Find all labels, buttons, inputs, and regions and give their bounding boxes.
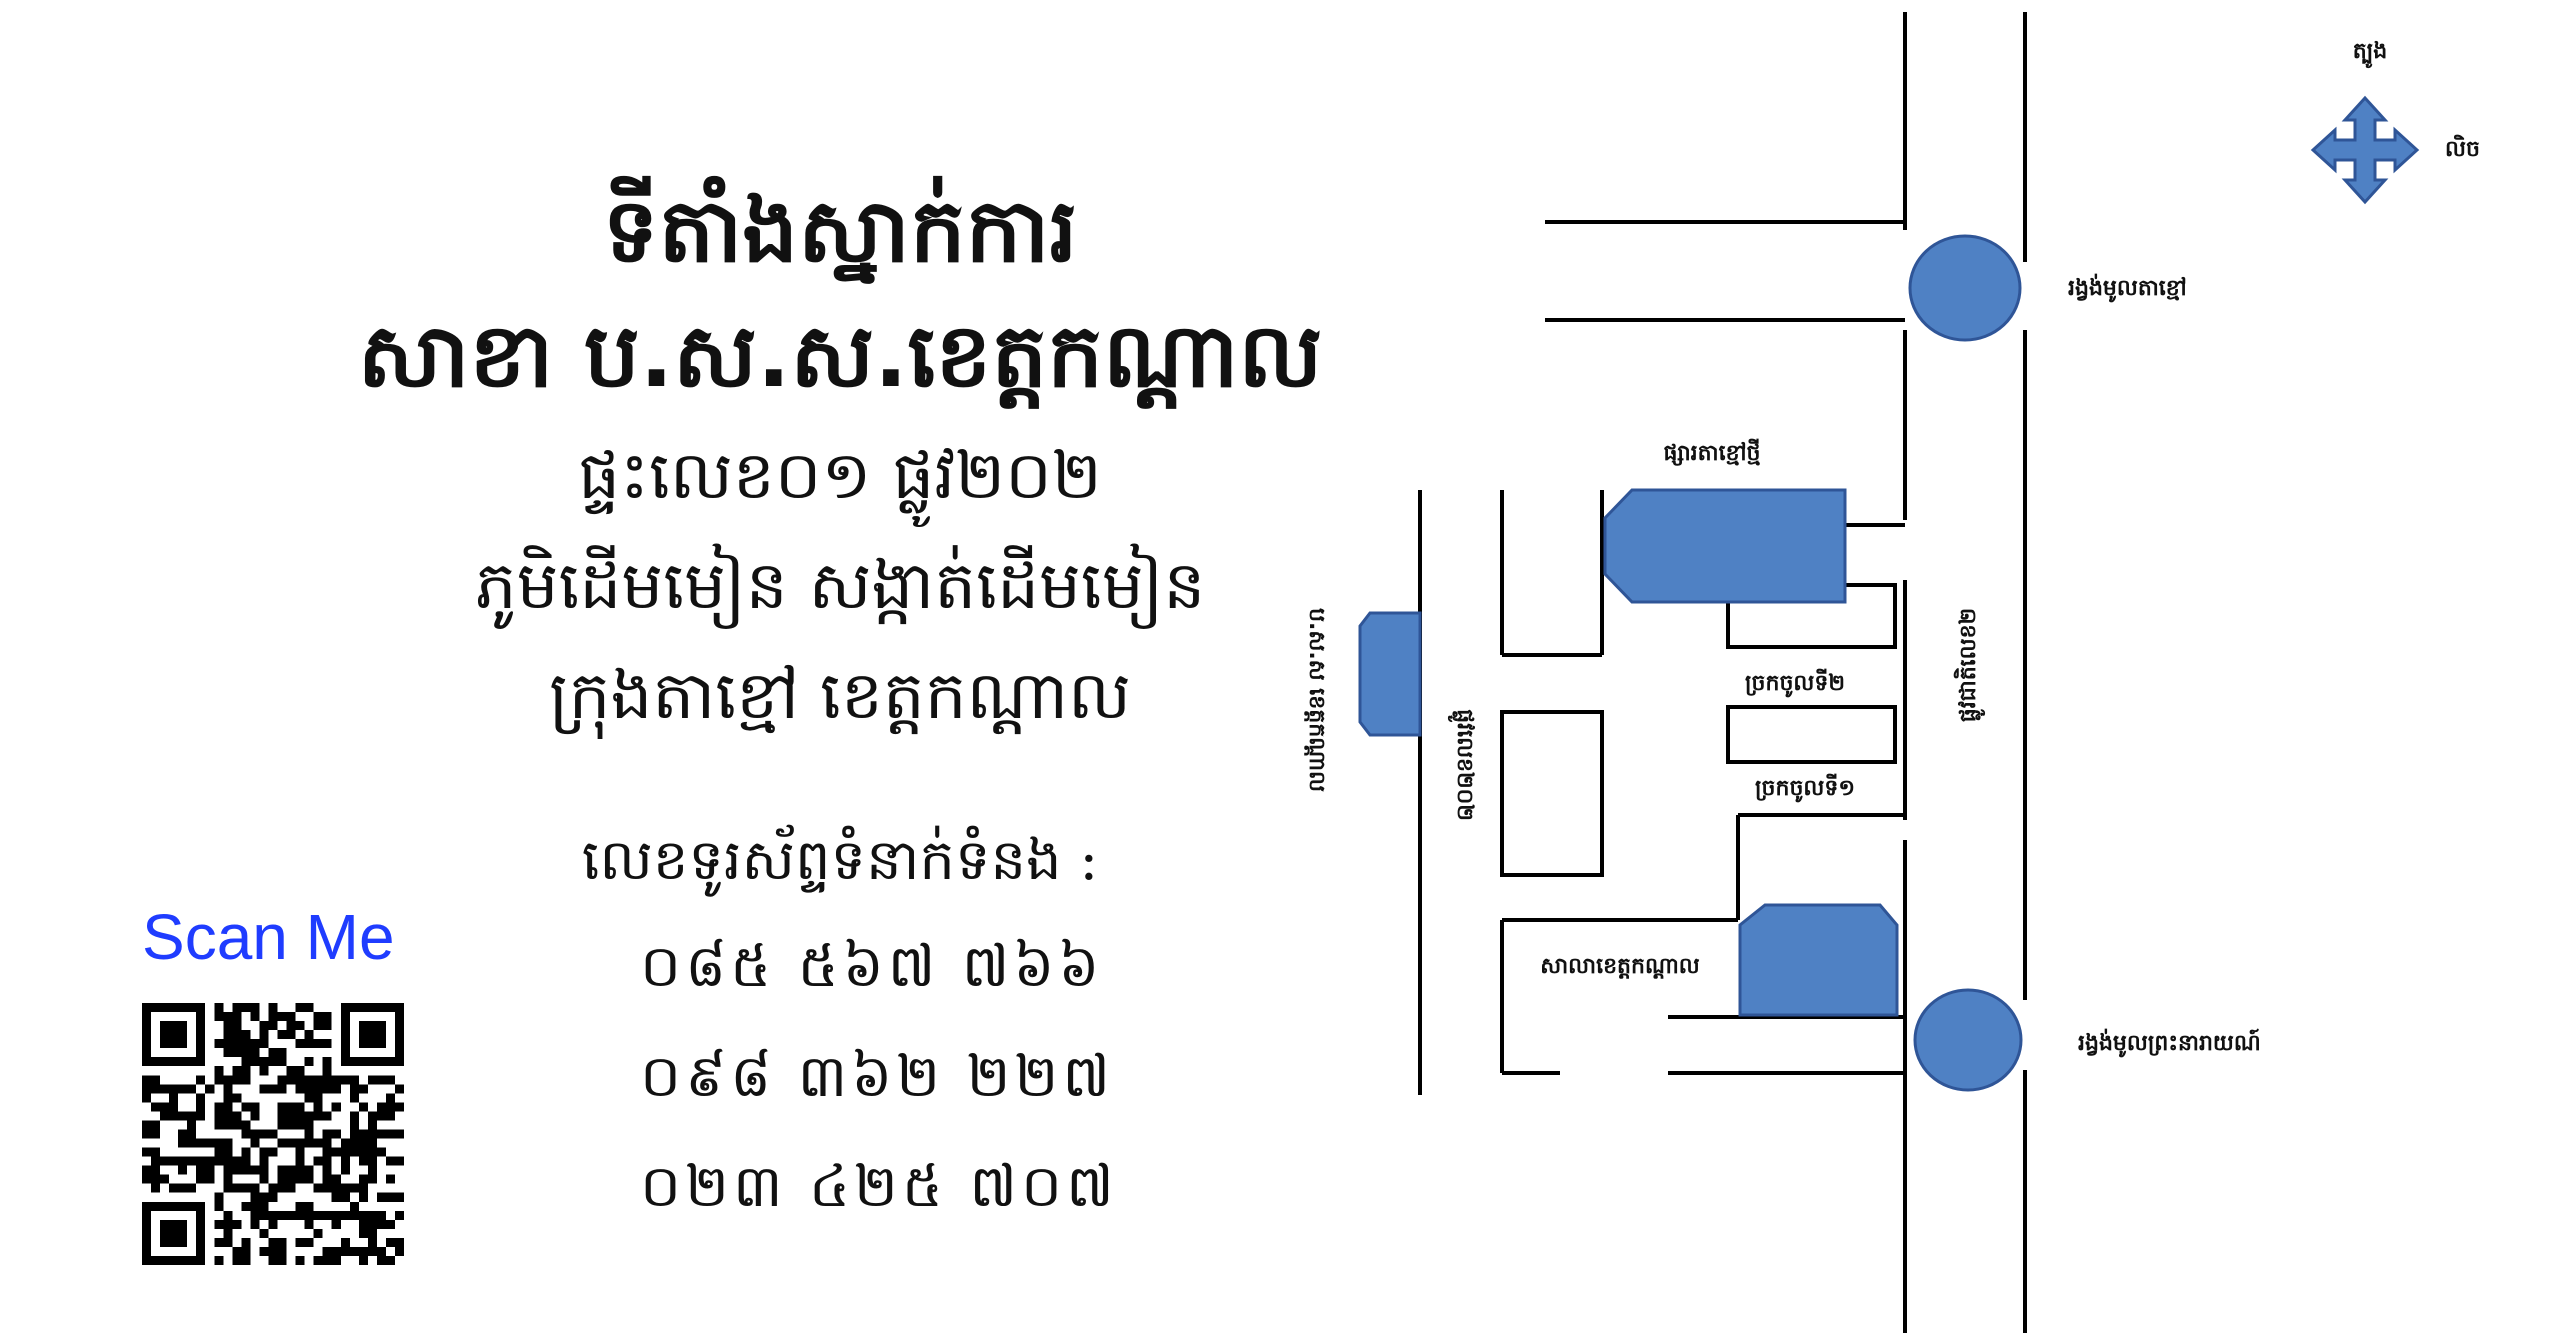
title-line-1: ទីតាំងស្នាក់ការ <box>602 179 1078 282</box>
title-line-2: សាខា ប.ស.ស.ខេត្តកណ្ដាល <box>357 304 1323 407</box>
roundabout-bottom-label: រង្វង់មូលព្រះនារាយណ៍ <box>2078 1028 2261 1058</box>
phone-label: លេខទូរស័ព្ទទំនាក់ទំនង : <box>581 828 1099 893</box>
provincial-hall-building-icon[interactable] <box>1738 903 1899 1017</box>
market-label: ផ្សារតាខ្មៅថ្មី <box>1663 438 1760 466</box>
market-building-icon[interactable] <box>1603 488 1847 604</box>
phone-number-3[interactable]: ០២៣ ៤២៥ ៧០៧ <box>640 1152 1118 1220</box>
map-shapes <box>1358 95 2420 1092</box>
compass-north-label: ត្បូង <box>2353 39 2387 69</box>
phone-number-1[interactable]: ០៨៥ ៥៦៧ ៧៦៦ <box>640 932 1104 1000</box>
phone-number-2[interactable]: ០៩៨ ៣៦២ ២២៧ <box>640 1042 1114 1110</box>
road-lines <box>1418 12 2027 1333</box>
alley-2-label: ច្រកចូលទី២ <box>1745 668 1845 698</box>
address-line-3: ក្រុងតាខ្មៅ ខេត្តកណ្តាល <box>548 657 1132 734</box>
address-line-2: ភូមិដើមមៀន សង្កាត់ដើមមៀន <box>474 547 1206 624</box>
provincial-hall-label: សាលាខេត្តកណ្ដាល <box>1540 954 1700 979</box>
nssf-office-marker-icon[interactable] <box>1358 611 1422 737</box>
national-road-label: ផ្លូវជាតិលេខ២ <box>1953 608 1986 722</box>
qr-code[interactable] <box>142 1003 404 1265</box>
alley-1-label: ច្រកចូលទី១ <box>1755 773 1855 803</box>
roundabout-top-label: រង្វង់មូលតាខ្មៅ <box>2068 273 2187 303</box>
scan-me-caption: Scan Me <box>142 901 395 973</box>
nssf-office-label: ប.ស.ស ខេត្តកណ្ដាល <box>1304 608 1329 792</box>
compass-east-label: លិច <box>2445 134 2480 162</box>
roundabout-bottom-icon[interactable] <box>1913 988 2023 1092</box>
roundabout-top-icon[interactable] <box>1908 234 2022 342</box>
street-202-label: ផ្លូវលេខ២០២ <box>1447 709 1477 821</box>
compass-arrows-icon <box>2310 95 2420 205</box>
address-line-1: ផ្ទះលេខ០១ ផ្លូវ២០២ <box>578 437 1102 514</box>
